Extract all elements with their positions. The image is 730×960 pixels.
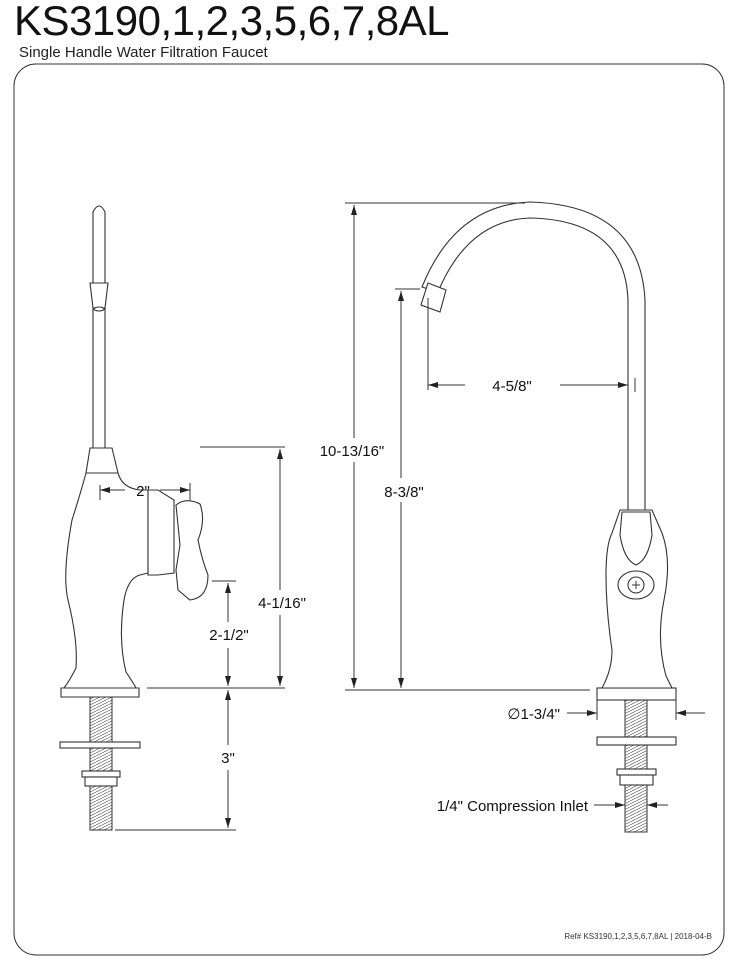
dim-inlet: 1/4" Compression Inlet xyxy=(437,798,589,815)
dim-base-diameter: ∅1-3/4" xyxy=(507,706,560,723)
dim-body-height: 4-1/16" xyxy=(258,595,306,612)
dim-spout-to-handle: 2" xyxy=(136,483,150,500)
front-view-faucet xyxy=(420,201,677,833)
side-view-dimensions: 2" 4-1/16" 2-1/2" 3" xyxy=(99,446,306,831)
drawing-border xyxy=(13,63,725,956)
dim-spout-reach: 4-5/8" xyxy=(492,378,532,395)
reference-number: Ref# KS3190,1,2,3,5,6,7,8AL | 2018-04-B xyxy=(564,932,712,941)
model-title: KS3190,1,2,3,5,6,7,8AL xyxy=(14,0,450,44)
dim-overall-height: 10-13/16" xyxy=(320,443,385,460)
front-view-dimensions: 10-13/16" 8-3/8" 4-5/8" ∅1-3/4" 1/4" Com… xyxy=(320,202,705,815)
product-subtitle: Single Handle Water Filtration Faucet xyxy=(19,44,268,61)
dim-spout-height: 8-3/8" xyxy=(384,484,424,501)
dim-shank-length: 3" xyxy=(221,750,235,767)
side-view-faucet xyxy=(59,205,209,831)
dim-handle-height: 2-1/2" xyxy=(209,627,249,644)
